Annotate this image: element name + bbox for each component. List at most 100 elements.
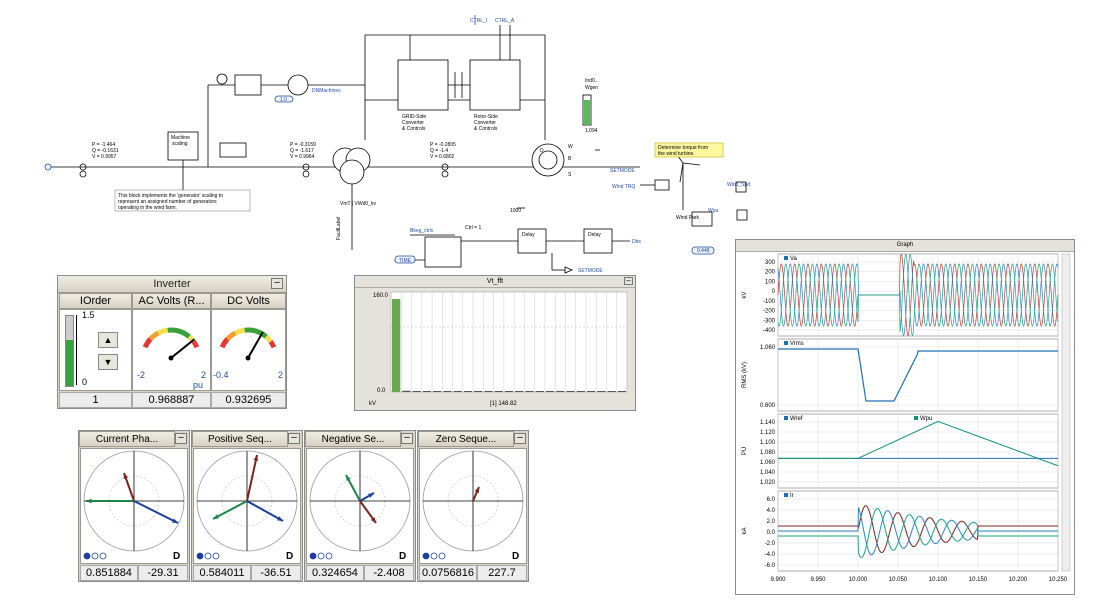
phasor-minimize-button[interactable]: – <box>514 433 526 444</box>
iorder-header: IOrder <box>59 293 132 309</box>
graph-legend-label: Wref <box>790 416 803 422</box>
vt-fft-minimize-button[interactable]: – <box>624 277 633 285</box>
graph-xtick-label: 10.150 <box>969 577 988 583</box>
graph-xtick-label: 10.050 <box>889 577 908 583</box>
graph-ytick-label: 1.060 <box>760 345 776 351</box>
phasor-mode-radio <box>317 552 325 560</box>
phasor-d-label: D <box>512 551 519 562</box>
gauge-arc-segment <box>244 327 268 339</box>
graph-ir-series <box>778 507 1058 556</box>
machine-w: W <box>568 144 573 150</box>
meter-top-1: Ind0... <box>585 78 599 84</box>
note-scaling-1: This block implements the 'generator' sc… <box>118 193 223 199</box>
delay-1: Delay <box>522 232 535 238</box>
fft-bar <box>453 391 462 392</box>
iorder-scale <box>76 315 79 385</box>
phasor-minimize-button[interactable]: – <box>401 433 413 444</box>
graph-ytick-label: 0.600 <box>760 403 776 409</box>
gauge-arc-segment <box>264 334 273 344</box>
fft-bar <box>463 391 473 392</box>
inverter-panel: Inverter – IOrder AC Volts (R... DC Volt… <box>57 275 287 409</box>
gauge-arc-segment <box>234 327 246 336</box>
gauge-arc-segment <box>167 327 191 339</box>
rotor-conv-2: Converter <box>474 120 496 126</box>
time-label: TIME <box>399 258 412 264</box>
machine-scaling-2: scaling <box>172 141 188 147</box>
phasor-arrowhead <box>213 514 219 519</box>
graph-legend-swatch <box>784 493 788 497</box>
graph-ylabel: kV <box>742 291 748 298</box>
graph-ytick-label: 0.0 <box>767 530 776 536</box>
graph-ytick-label: 200 <box>765 270 776 276</box>
iorder-up-button[interactable]: ▲ <box>98 332 118 348</box>
phasor-plot-cell: D <box>419 448 527 564</box>
fft-bar <box>474 391 483 392</box>
pqv2-v: V = 0.9964 <box>290 154 315 160</box>
graph-ytick-label: -2.0 <box>765 541 776 547</box>
fft-bar <box>402 390 411 392</box>
phasor-mode-radio <box>422 552 430 560</box>
graph-plot-area <box>777 413 1059 489</box>
fft-bar <box>566 391 575 392</box>
pqv1-p: P = -1.464 <box>92 142 115 148</box>
machine-s: S <box>568 172 572 178</box>
phasor-angle: -2.408 <box>364 565 414 581</box>
graph-ytick-label: 1.020 <box>760 480 776 486</box>
fft-bar <box>586 391 596 392</box>
graph-ytick-label: 1.040 <box>760 470 776 476</box>
phasor-plot-cell: D <box>306 448 414 564</box>
gauge-arc-segment <box>148 330 160 341</box>
phasor-title: Current Pha... <box>79 431 175 447</box>
gauge-hub <box>168 355 174 361</box>
graph-legend-label: Va <box>790 256 798 262</box>
phasor-magnitude: 0.851884 <box>80 565 138 581</box>
gauge-arc-segment <box>225 330 237 341</box>
pqv3-v: V = 0.6802 <box>430 154 455 160</box>
graph-ytick-label: 100 <box>765 279 776 285</box>
phasor-diagram: D <box>422 450 524 562</box>
pqv1-q: Q = -0.1631 <box>92 148 119 154</box>
machine-b: B <box>568 156 572 162</box>
graph-title: Graph <box>736 240 1074 252</box>
vt-fft-readout: [1] 148.82 <box>490 401 517 407</box>
dc-volts-cell: -0.4 2 <box>211 309 286 391</box>
graph-ytick-label: 4.0 <box>767 508 776 514</box>
phasor-minimize-button[interactable]: – <box>288 433 300 444</box>
inverter-minimize-button[interactable]: – <box>271 278 283 289</box>
graph-ytick-label: -4.0 <box>765 552 776 558</box>
phasor-vector <box>133 500 179 524</box>
note-torque-1: Determine torque from <box>658 145 708 151</box>
dc-min: -0.4 <box>213 370 229 380</box>
iorder-value: 1 <box>59 392 132 408</box>
graph-ytick-label: -6.0 <box>765 563 776 569</box>
phasor-panel: Positive Seq... – D 0.584011 -36.51 <box>191 430 303 582</box>
phasor-angle: -36.51 <box>251 565 301 581</box>
phasor-title: Zero Seque... <box>418 431 514 447</box>
ctrl-label-1: CTRL_I <box>470 18 487 24</box>
vm-label: VmT | VWd0_kv <box>340 201 376 207</box>
ac-volts-cell: -2 2 pu <box>132 309 211 391</box>
graph-va-series <box>777 254 1059 337</box>
fft-bar <box>545 391 555 392</box>
note-torque-2: the wind turbine. <box>658 151 695 157</box>
iorder-min: 0 <box>82 377 88 387</box>
phasor-arrowhead <box>253 455 259 461</box>
ctrl-eq-label: Ctrl = 1 <box>465 225 481 231</box>
graph-legend-swatch <box>784 256 788 260</box>
fft-bar <box>504 391 514 392</box>
phasor-arrowhead <box>474 487 479 493</box>
phasor-panel: Negative Se... – D 0.324654 -2.408 <box>304 430 416 582</box>
inverter-title: Inverter <box>58 276 286 293</box>
graph-ytick-label: 300 <box>765 260 776 266</box>
phasor-minimize-button[interactable]: – <box>175 433 187 444</box>
graph-ytick-label: 2.0 <box>767 519 776 525</box>
graph-xtick-label: 9.950 <box>810 577 826 583</box>
iorder-slider-track[interactable] <box>65 315 74 387</box>
gauge-arc-segment <box>191 340 200 349</box>
graph-ytick-label: 1.080 <box>760 450 776 456</box>
dc-volts-value: 0.932695 <box>211 392 286 408</box>
phasor-mode-radio <box>438 552 446 560</box>
ac-max: 2 <box>201 370 207 380</box>
iorder-down-button[interactable]: ▼ <box>98 354 118 370</box>
